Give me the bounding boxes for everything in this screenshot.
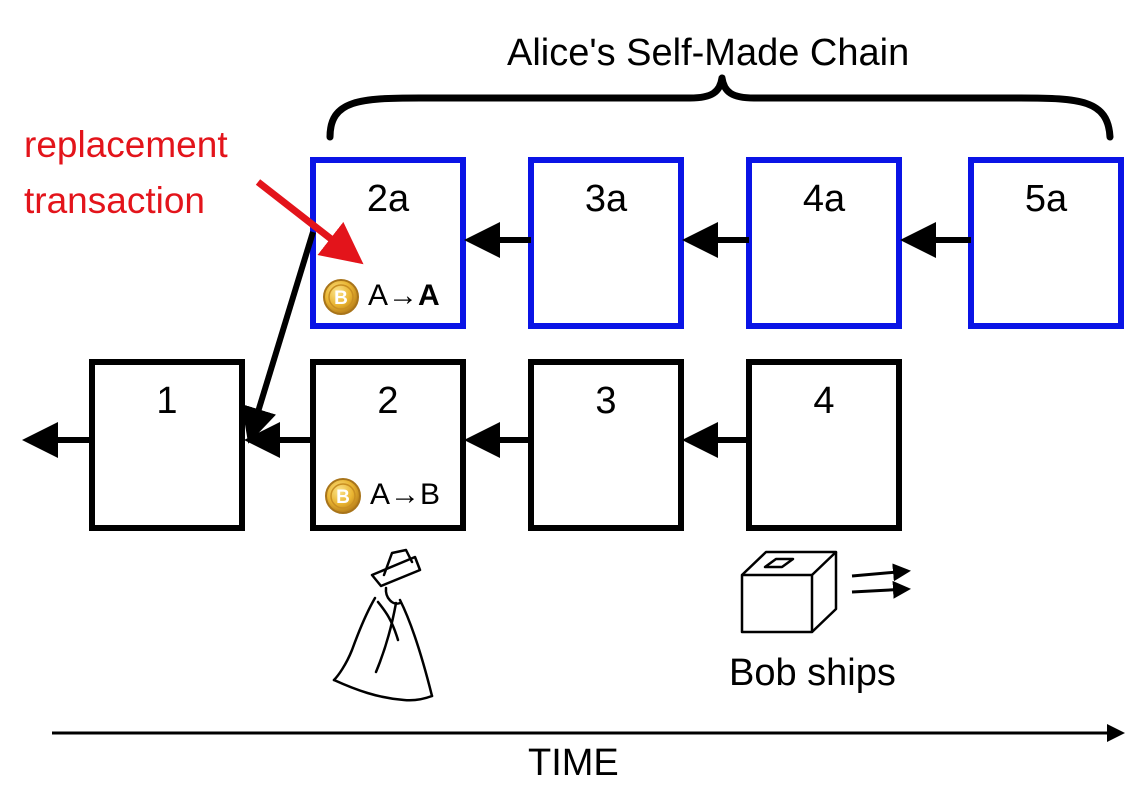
- svg-text:B: B: [334, 288, 348, 309]
- shipping-box-icon: [740, 550, 838, 634]
- cloaked-figure-icon: [332, 548, 434, 702]
- tx-from: A: [368, 279, 389, 312]
- motion-lines: [851, 563, 911, 599]
- transaction-2a: A→A: [368, 279, 440, 313]
- annotation-arrow: [255, 179, 364, 265]
- fork-arrow-2a-to-1: [241, 231, 316, 444]
- time-label: TIME: [528, 742, 619, 784]
- main-block-label: 1: [156, 380, 178, 422]
- chain-title: Alice's Self-Made Chain: [507, 32, 910, 74]
- tx-arrow: →: [390, 478, 421, 511]
- main-block-label: 3: [595, 380, 617, 422]
- fork-block-5a: [968, 157, 1124, 329]
- bitcoin-coin-icon: B: [325, 478, 361, 514]
- tx-from: A: [370, 478, 391, 511]
- main-block-1: [89, 359, 245, 531]
- svg-text:B: B: [336, 487, 350, 508]
- fork-block-label: 5a: [1024, 178, 1068, 220]
- main-block-label: 2: [377, 380, 399, 422]
- fork-block-label: 3a: [584, 178, 628, 220]
- transaction-2: A→B: [370, 478, 440, 512]
- main-block-4: [746, 359, 902, 531]
- main-block-3: [528, 359, 684, 531]
- fork-block-label: 2a: [366, 178, 410, 220]
- annotation-label: replacement transaction: [24, 117, 284, 229]
- fork-block-label: 4a: [802, 178, 846, 220]
- tx-to: A: [418, 279, 440, 312]
- chain-brace: [326, 74, 1114, 141]
- annotation-text: replacement transaction: [24, 124, 228, 221]
- tx-arrow: →: [388, 279, 419, 312]
- main-block-label: 4: [813, 380, 835, 422]
- shipment-label: Bob ships: [729, 652, 896, 694]
- tx-to: B: [420, 478, 441, 511]
- bitcoin-coin-icon: B: [323, 279, 359, 315]
